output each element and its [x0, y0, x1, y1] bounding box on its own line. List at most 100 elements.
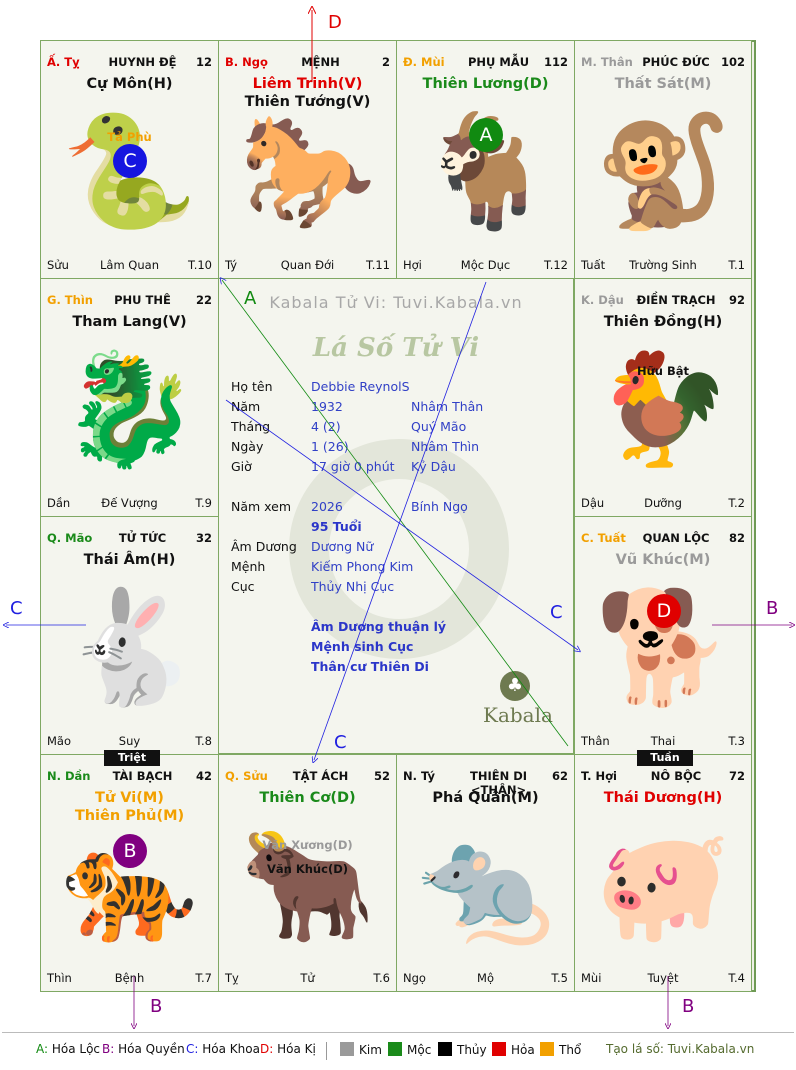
legend-credit[interactable]: Tạo lá số: Tuvi.Kabala.vn	[606, 1042, 755, 1056]
info-label: Ngày	[231, 439, 264, 454]
legend-c: C: Hóa Khoa	[186, 1042, 260, 1056]
circle-a-marker: A	[469, 118, 503, 152]
footer-phase: Trường Sinh	[629, 258, 697, 272]
circle-c-marker: C	[113, 144, 147, 178]
palace-name: PHỤ MẪU	[467, 55, 530, 69]
info-value: 17 giờ 0 phút	[311, 459, 395, 474]
logo-text: Kabala	[483, 703, 553, 727]
major-stars: Thái Âm(H)	[41, 551, 218, 569]
zodiac-icon: 🐒	[594, 107, 732, 236]
info-label: Tháng	[231, 419, 271, 434]
info-label: Năm xem	[231, 499, 292, 514]
palace-number: 72	[728, 769, 745, 783]
star: Tham Lang(V)	[72, 314, 187, 330]
palace-can-chi: Q. Sửu	[225, 769, 268, 783]
info-value: 1 (26)	[311, 439, 349, 454]
info-value: 4 (2)	[311, 419, 341, 434]
palace-can-chi: N. Tý	[403, 769, 435, 783]
palace-can-chi: N. Dần	[47, 769, 91, 783]
palace-name: HUYNH ĐỆ	[108, 55, 177, 69]
legend-text: Hóa Kị	[277, 1042, 316, 1056]
star: Thiên Tướng(V)	[244, 94, 371, 110]
palace-can-chi: Ấ. Tỵ	[47, 55, 80, 69]
minor-star: Hữu Bật	[636, 364, 690, 378]
zodiac-icon: 🐖	[594, 820, 732, 949]
major-stars: Thiên Đồng(H)	[575, 313, 751, 331]
kim-swatch	[340, 1042, 354, 1056]
footer-phase: Suy	[118, 734, 141, 748]
info-value-canchi: Nhâm Thìn	[411, 439, 480, 454]
palace-can-chi: G. Thìn	[47, 293, 93, 307]
legend-key: A:	[36, 1042, 49, 1056]
star: Phá Quân(M)	[432, 790, 539, 806]
minor-star: Văn Xương(D)	[262, 838, 353, 852]
major-stars: Thái Dương(H)	[575, 789, 751, 807]
info-label: Cục	[231, 579, 255, 594]
footer-number: T.4	[728, 971, 745, 985]
palace-number: 82	[728, 531, 745, 545]
footer-phase: Bệnh	[114, 971, 145, 985]
palace-can-chi: K. Dậu	[581, 293, 624, 307]
chart-title: Lá Số Tử Vi	[312, 333, 480, 363]
footer-number: T.1	[728, 258, 745, 272]
palace-can-chi: M. Thân	[581, 55, 633, 69]
info-note-2: Mệnh sinh Cục	[311, 639, 414, 654]
zodiac-icon: 🐇	[61, 583, 198, 712]
legend-text: Hỏa	[511, 1043, 535, 1057]
footer-number: T.5	[551, 971, 568, 985]
zodiac-icon: 🐀	[417, 820, 554, 949]
palace-name: TỬ TỨC	[118, 531, 167, 545]
footer-branch: Mão	[47, 734, 72, 748]
footer-branch: Mùi	[581, 971, 602, 985]
info-value: 2026	[311, 499, 343, 514]
footer-number: T.3	[728, 734, 745, 748]
legend-d: D: Hóa Kị	[260, 1042, 316, 1056]
palace-number: 12	[195, 55, 212, 69]
footer-branch: Dậu	[581, 496, 605, 510]
star: Thiên Cơ(D)	[259, 790, 356, 806]
footer-branch: Thân	[581, 734, 610, 748]
footer-number: T.9	[195, 496, 212, 510]
star: Thiên Đồng(H)	[603, 314, 723, 330]
footer-number: T.2	[728, 496, 745, 510]
site-watermark: Kabala Tử Vi: Tuvi.Kabala.vn	[269, 293, 523, 312]
palace-name: TÀI BẠCH	[112, 769, 173, 783]
footer-phase: Tử	[300, 971, 315, 985]
star: Thất Sát(M)	[614, 76, 712, 92]
tuan-tag: Tuần	[637, 750, 693, 766]
star: Thái Âm(H)	[83, 552, 176, 568]
major-stars: Tử Vi(M)Thiên Phủ(M)	[41, 789, 218, 825]
palace-number: 32	[195, 531, 212, 545]
minor-star: Tả Phù	[107, 130, 152, 144]
info-value: Kiếm Phong Kim	[311, 559, 414, 574]
legend-text: Hóa Lộc	[51, 1042, 101, 1056]
palace-number: 22	[195, 293, 212, 307]
footer-phase: Đế Vượng	[101, 496, 158, 510]
label-a: A	[244, 288, 257, 309]
circle-b-marker: B	[113, 834, 147, 868]
moc-swatch	[388, 1042, 402, 1056]
palace-can-chi: T. Hợi	[581, 769, 617, 783]
star: Thiên Phủ(M)	[74, 808, 185, 824]
palace-number: 92	[728, 293, 745, 307]
footer-number: T.10	[188, 258, 212, 272]
legend-key: B:	[102, 1042, 115, 1056]
star: Liêm Trinh(V)	[252, 76, 363, 92]
tho-swatch	[540, 1042, 554, 1056]
label-c-left: C	[10, 598, 23, 619]
legend: A: Hóa Lộc B: Hóa Quyền C: Hóa Khoa D: H…	[0, 1038, 796, 1062]
info-value-canchi: Quý Mão	[411, 419, 467, 434]
